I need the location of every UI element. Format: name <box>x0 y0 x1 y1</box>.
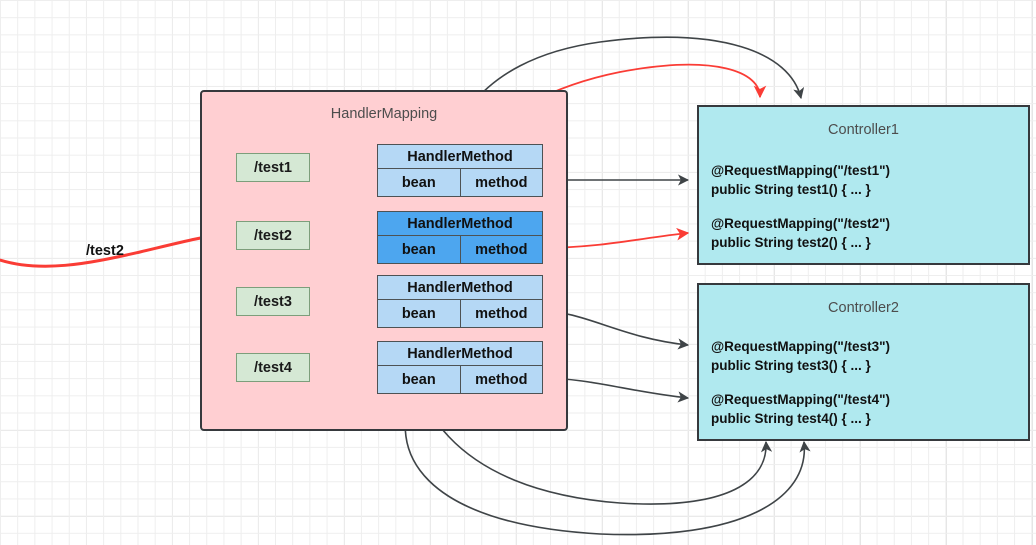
controller1-title: Controller1 <box>828 122 899 138</box>
path-box-label: /test1 <box>254 159 292 176</box>
controller2-method-test4: @RequestMapping("/test4") public String … <box>711 390 890 428</box>
controller1-method-test1: @RequestMapping("/test1") public String … <box>711 161 890 199</box>
path-box-test2[interactable]: /test2 <box>236 221 310 250</box>
path-box-test1[interactable]: /test1 <box>236 153 310 182</box>
controller2-title: Controller2 <box>828 300 899 316</box>
handler-mapping-title: HandlerMapping <box>330 106 438 122</box>
method-signature: public String test1() { ... } <box>711 182 871 197</box>
controller1-box[interactable]: Controller1 @RequestMapping("/test1") pu… <box>697 105 1030 265</box>
method-signature: public String test2() { ... } <box>711 235 871 250</box>
handler-method-method-cell: method <box>460 169 542 196</box>
request-mapping-annotation: @RequestMapping("/test2") <box>711 216 890 231</box>
handler-mapping-container: HandlerMapping /test1 /test2 /test3 /tes… <box>200 90 568 431</box>
handler-method-1[interactable]: HandlerMethod bean method <box>377 144 543 197</box>
handler-method-4[interactable]: HandlerMethod bean method <box>377 341 543 394</box>
controller2-method-test3: @RequestMapping("/test3") public String … <box>711 337 890 375</box>
handler-method-bean-cell: bean <box>378 300 461 327</box>
handler-method-method-cell: method <box>460 366 542 393</box>
controller1-method-test2: @RequestMapping("/test2") public String … <box>711 214 890 252</box>
handler-method-method-cell: method <box>460 236 542 263</box>
controller2-box[interactable]: Controller2 @RequestMapping("/test3") pu… <box>697 283 1030 441</box>
handler-method-header: HandlerMethod <box>378 276 542 300</box>
handler-method-2[interactable]: HandlerMethod bean method <box>377 211 543 264</box>
handler-method-header: HandlerMethod <box>378 145 542 169</box>
request-mapping-annotation: @RequestMapping("/test4") <box>711 392 890 407</box>
handler-method-method-cell: method <box>460 300 542 327</box>
handler-method-header: HandlerMethod <box>378 342 542 366</box>
path-box-label: /test2 <box>254 227 292 244</box>
handler-method-bean-cell: bean <box>378 169 461 196</box>
handler-method-3[interactable]: HandlerMethod bean method <box>377 275 543 328</box>
method-signature: public String test3() { ... } <box>711 358 871 373</box>
incoming-request-label: /test2 <box>86 243 124 259</box>
path-box-test3[interactable]: /test3 <box>236 287 310 316</box>
path-box-label: /test4 <box>254 359 292 376</box>
request-mapping-annotation: @RequestMapping("/test1") <box>711 163 890 178</box>
edge-bean4-arc-to-controller2 <box>404 389 811 536</box>
path-box-label: /test3 <box>254 293 292 310</box>
request-mapping-annotation: @RequestMapping("/test3") <box>711 339 890 354</box>
handler-method-bean-cell: bean <box>378 366 461 393</box>
path-box-test4[interactable]: /test4 <box>236 353 310 382</box>
handler-method-header: HandlerMethod <box>378 212 542 236</box>
method-signature: public String test4() { ... } <box>711 411 871 426</box>
handler-method-bean-cell: bean <box>378 236 461 263</box>
